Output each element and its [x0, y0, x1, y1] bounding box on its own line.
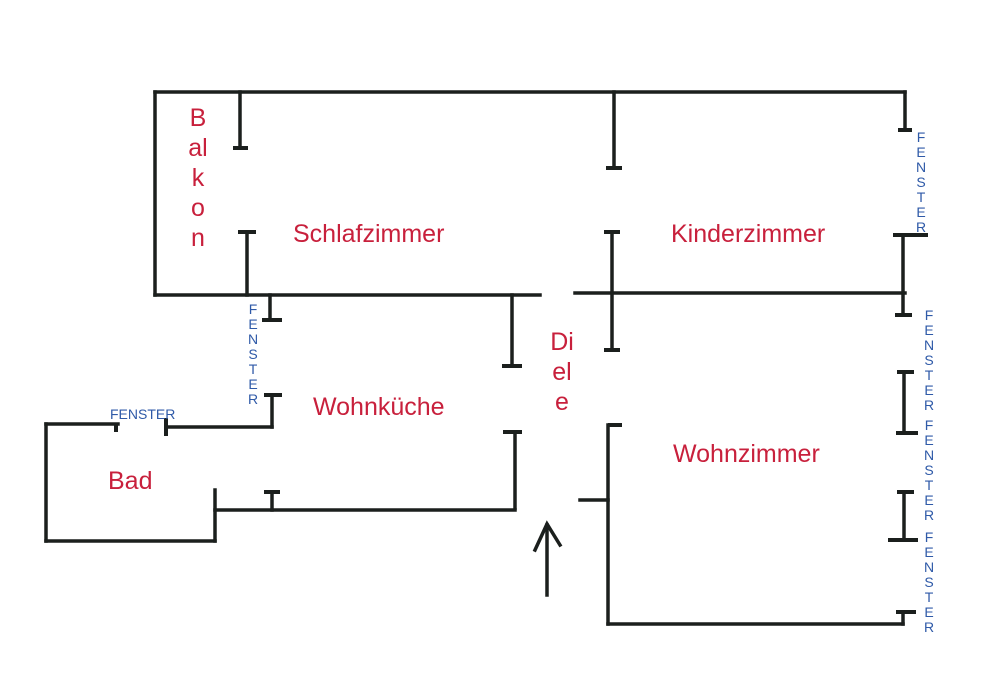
room-label-schlafzimmer: Schlafzimmer: [293, 220, 445, 248]
room-label-kinderzimmer: Kinderzimmer: [671, 220, 826, 248]
room-label-balkon: Balkon: [188, 104, 208, 252]
window-label-wohnzimmer-2: FENSTER: [923, 417, 935, 523]
window-label-kinderzimmer: FENSTER: [915, 129, 927, 235]
window-label-wohnkueche: FENSTER: [247, 301, 259, 407]
window-label-wohnzimmer-3: FENSTER: [923, 529, 935, 635]
room-label-bad: Bad: [108, 467, 153, 495]
arrow-up-icon: [532, 520, 563, 597]
room-label-diele: Diele: [550, 328, 574, 416]
room-label-wohnkueche: Wohnküche: [313, 393, 445, 421]
window-label-wohnzimmer-1: FENSTER: [923, 307, 935, 413]
room-label-wohnzimmer: Wohnzimmer: [673, 440, 820, 468]
window-label-bad: FENSTER: [110, 406, 176, 422]
